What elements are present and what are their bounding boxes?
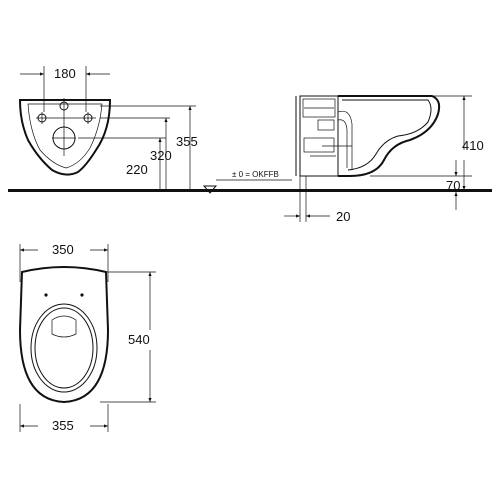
dim-220-label: 220 [126,162,148,177]
top-view: 350 540 355 [18,242,156,433]
bowl-rim-outer [30,303,98,393]
bowl-rim-inner [34,307,94,389]
dim-540-label: 540 [128,332,150,347]
dim-355-bottom-label: 355 [52,418,74,433]
dim-320-label: 320 [150,148,172,163]
front-bowl-outline [18,99,112,176]
floor-line [8,189,492,192]
top-bowl-outline [18,266,110,404]
floor-reference: ± 0 = OKFFB [202,170,292,194]
side-view: 410 70 20 [284,95,484,224]
dim-70-label: 70 [446,178,460,193]
dim-355-label: 355 [176,134,198,149]
dim-350-label: 350 [52,242,74,257]
side-bowl-inner [342,99,432,171]
dim-20-label: 20 [336,209,350,224]
dim-410-label: 410 [462,138,484,153]
side-bowl-outline [338,95,441,177]
dim-180-label: 180 [54,66,76,81]
floor-note: ± 0 = OKFFB [232,170,279,179]
front-bowl-inner [27,103,103,169]
front-view: 180 355 320 220 [18,66,198,190]
